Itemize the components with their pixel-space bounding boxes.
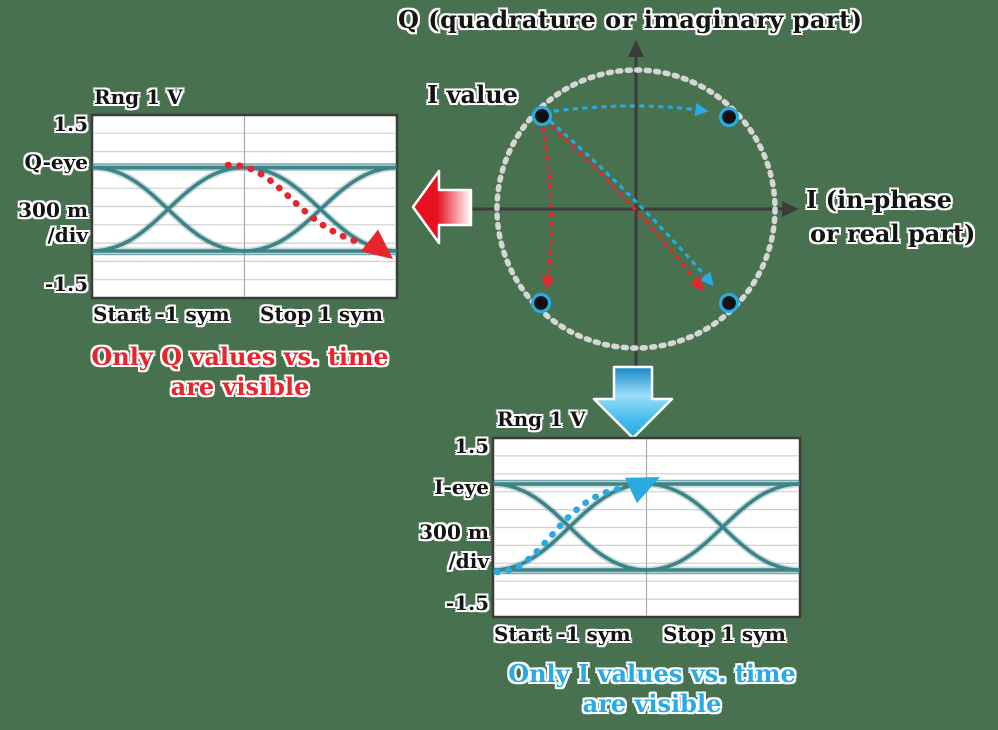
i-panel-range-label: Rng 1 V — [497, 407, 586, 431]
constellation-circle — [494, 67, 778, 351]
q-panel-caption-line1: Only Q values vs. time — [91, 342, 389, 371]
red-transition-vertical-arrow — [541, 126, 556, 290]
blue-transition-horizontal-arrow — [553, 102, 709, 117]
red-left-arrow-icon — [411, 169, 473, 245]
q-eye-grid — [93, 116, 396, 297]
q-value-trajectory-dotted-arc — [224, 161, 366, 247]
red-transition-diagonal-arrow — [549, 124, 704, 292]
q-eye-plot — [90, 113, 399, 300]
i-panel-xstart-label: Start -1 sym — [494, 622, 631, 646]
q-panel-caption: Only Q values vs. time are visible — [68, 342, 412, 402]
i-panel-ymin-label: -1.5 — [445, 591, 489, 615]
q-panel-eye-label: Q-eye — [24, 150, 88, 174]
i-panel-div2-label: /div — [448, 549, 489, 573]
constellation-diagram — [455, 40, 799, 372]
i-panel-caption-line2: are visible — [582, 689, 722, 718]
q-panel-range-label: Rng 1 V — [94, 85, 183, 109]
i-panel-ymax-label: 1.5 — [454, 434, 489, 458]
i-panel-caption: Only I values vs. time are visible — [476, 659, 828, 719]
q-panel-xstop-label: Stop 1 sym — [260, 302, 383, 326]
i-axis-label-line2: or real part) — [810, 219, 976, 248]
i-value-label: I value — [427, 80, 518, 109]
q-axis-title: Q (quadrature or imaginary part) — [398, 5, 863, 34]
i-axis-label-line1: I (in-phase — [806, 185, 953, 214]
i-panel-caption-line1: Only I values vs. time — [508, 659, 796, 688]
q-panel-div2-label: /div — [47, 223, 88, 247]
q-eye-traces — [91, 163, 398, 256]
blue-transition-diagonal-arrow — [548, 119, 714, 287]
q-panel-ymin-label: -1.5 — [44, 272, 88, 296]
i-panel-eye-label: I-eye — [434, 475, 489, 499]
i-eye-plot — [491, 436, 802, 619]
q-panel-xstart-label: Start -1 sym — [93, 302, 230, 326]
blue-down-arrow-icon — [592, 365, 674, 440]
constellation-point-lower-left — [530, 292, 552, 314]
i-panel-div-label: 300 m — [419, 520, 489, 544]
q-panel-ymax-label: 1.5 — [53, 112, 88, 136]
i-arc-arrowhead-icon — [625, 477, 660, 504]
constellation-point-upper-left — [531, 105, 553, 127]
i-panel-xstop-label: Stop 1 sym — [663, 622, 786, 646]
q-axis-arrowhead-icon — [628, 40, 644, 57]
constellation-point-lower-right — [718, 292, 740, 314]
i-value-trajectory-dotted-arc — [493, 484, 632, 576]
q-panel-caption-line2: are visible — [170, 372, 310, 401]
constellation-point-upper-right — [718, 106, 740, 128]
i-axis-arrowhead-icon — [782, 201, 799, 217]
q-panel-div-label: 300 m — [18, 198, 88, 222]
q-arc-arrowhead-icon — [360, 229, 393, 259]
